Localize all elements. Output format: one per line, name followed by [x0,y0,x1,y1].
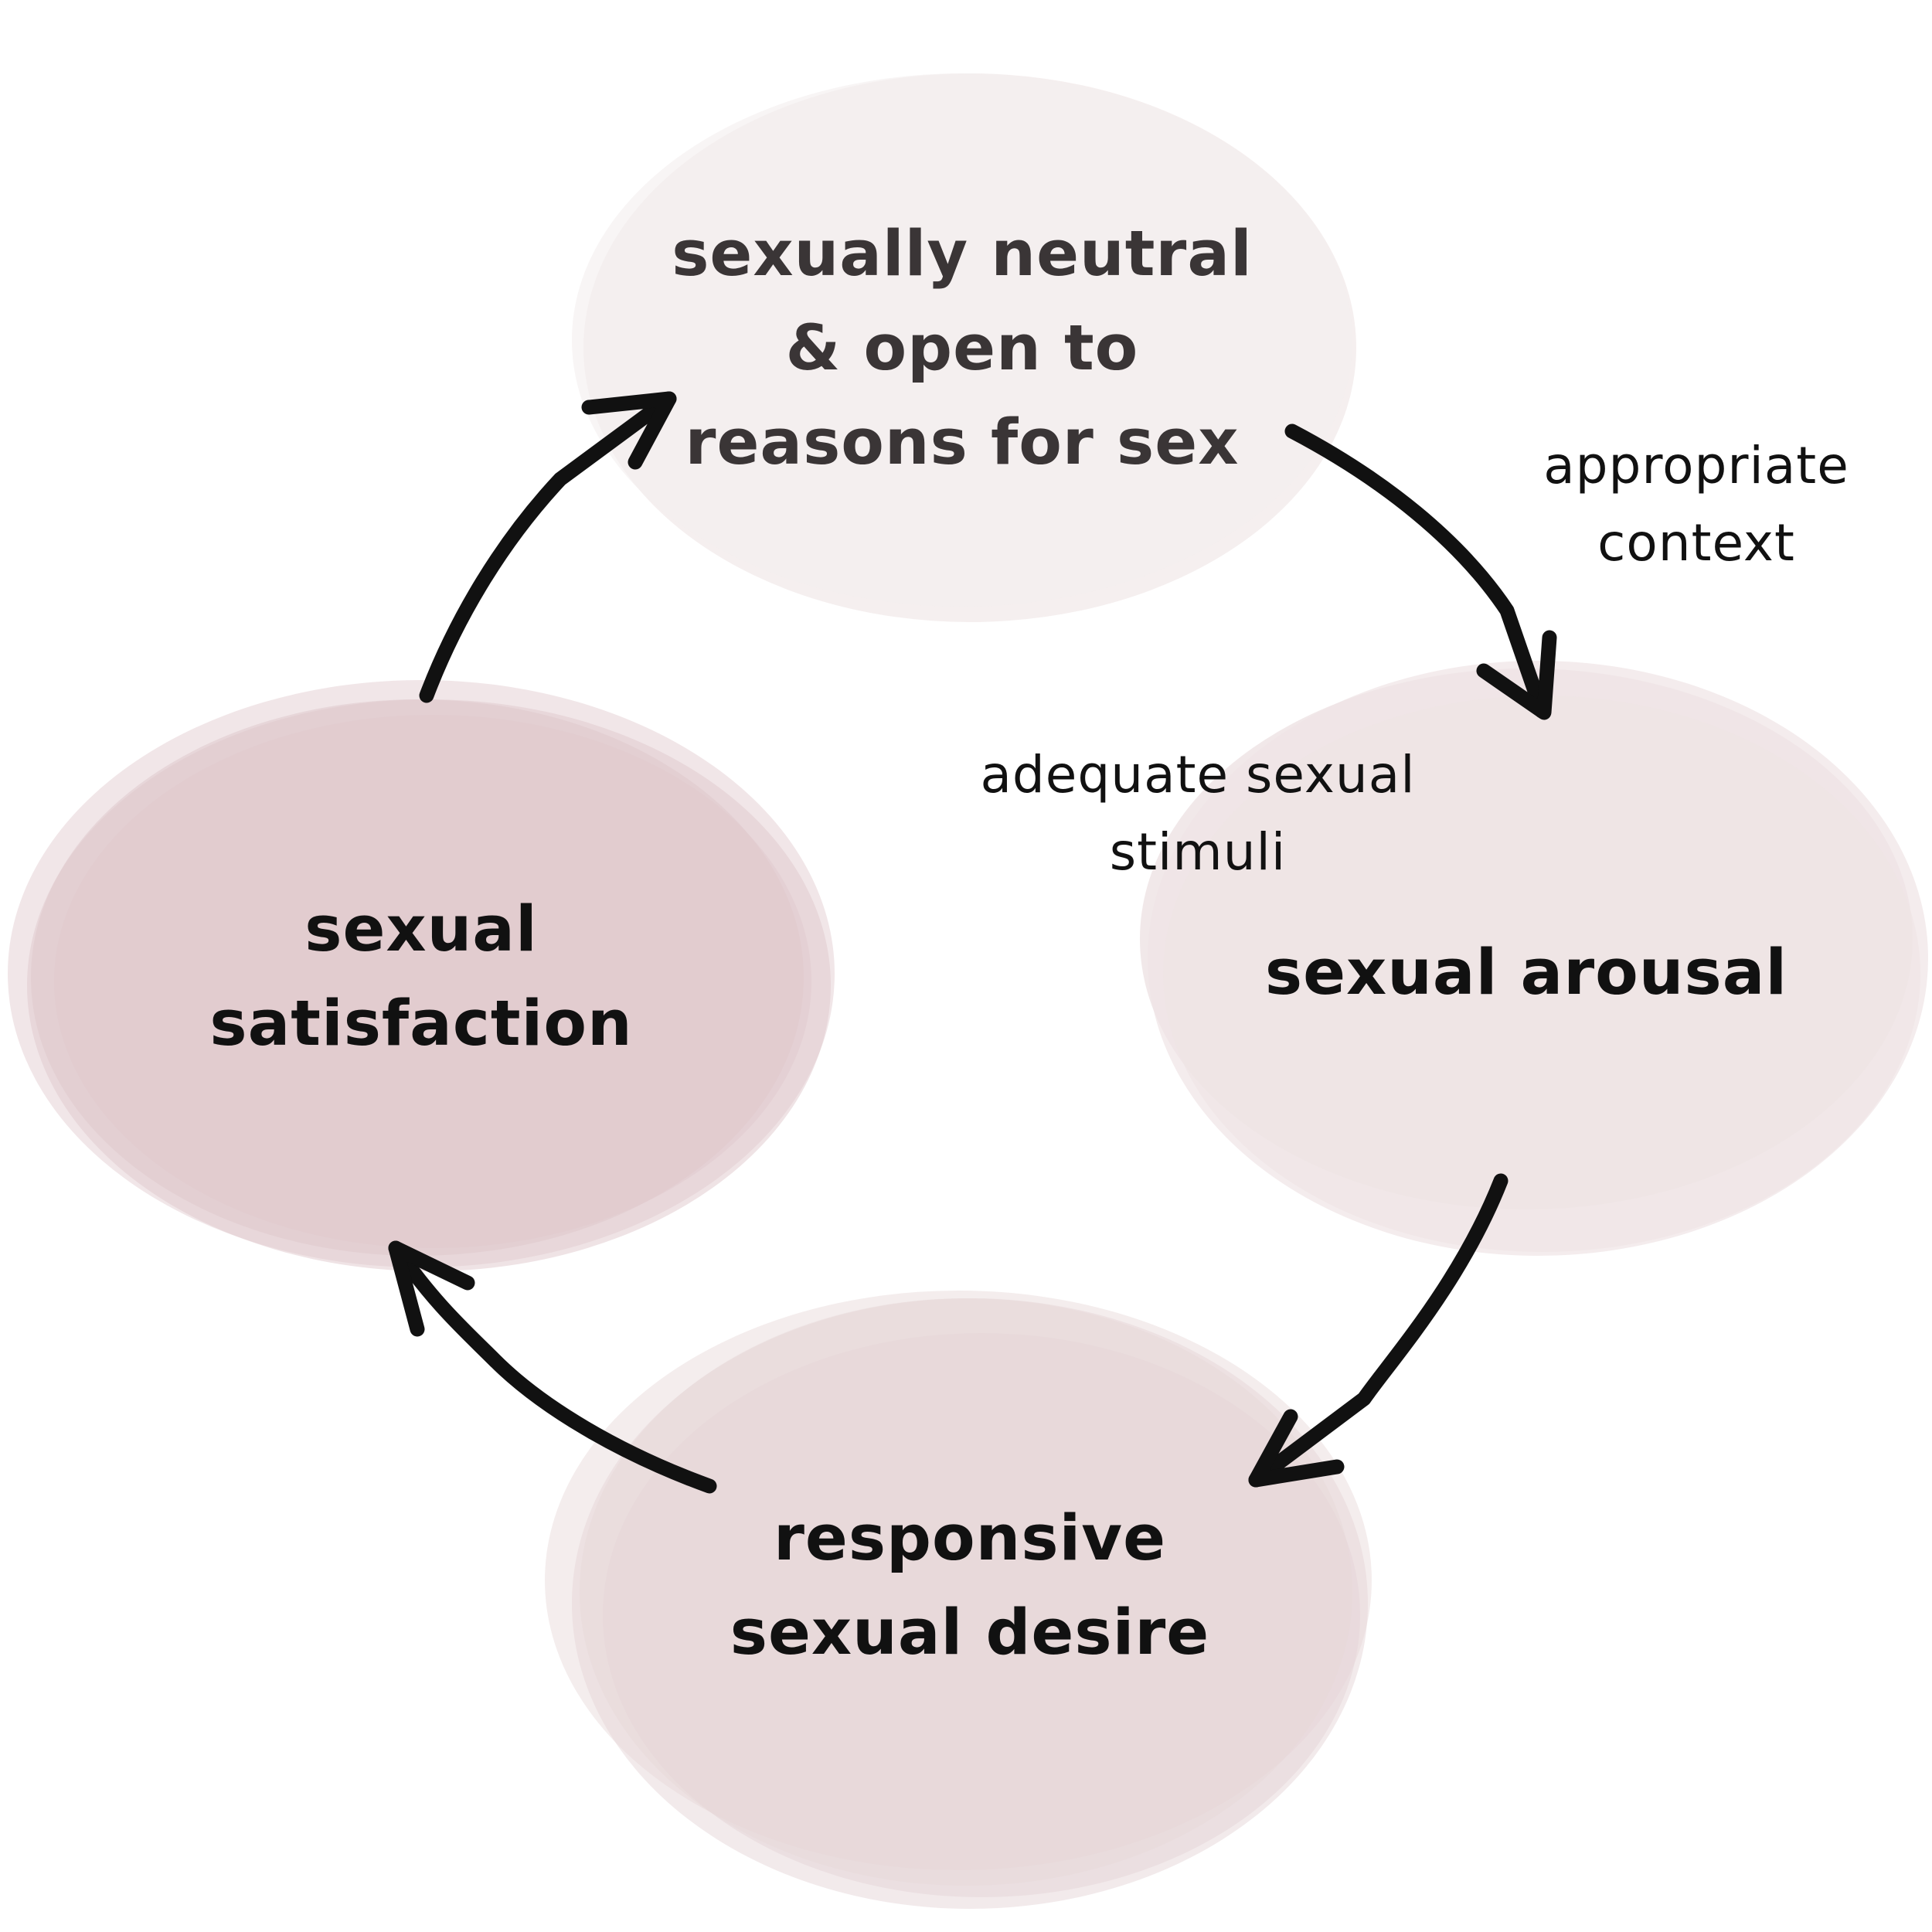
node-left-blob [8,680,835,1271]
edge-label-adequate-stimuli: adequate sexual stimuli [927,736,1468,891]
node-left-label-line2: satisfaction [209,988,633,1060]
node-top-blob [572,73,1356,622]
arrow-top-to-right [1284,423,1557,720]
arrow-bottom-to-left [388,1240,717,1494]
edge-label-adequate-stimuli-line2: stimuli [1109,822,1287,882]
node-bottom-label-line1: responsive [773,1502,1167,1575]
node-top-label: sexually neutral & open to reasons for s… [653,207,1271,490]
arrow-right-to-bottom [1248,1173,1509,1488]
edge-label-appropriate-context-line1: appropriate [1543,436,1849,495]
node-top-label-line1: sexually neutral [672,218,1253,291]
arrow-left-to-top [419,391,677,703]
edge-label-appropriate-context-line2: context [1597,513,1795,573]
node-bottom-label-line2: sexual desire [730,1597,1210,1669]
node-right-blob [1140,661,1928,1256]
edge-label-adequate-stimuli-line1: adequate sexual [980,745,1416,804]
node-right-label: sexual arousal [1217,926,1835,1020]
node-left-label: sexual satisfaction [112,883,730,1071]
node-right-label-line1: sexual arousal [1264,937,1788,1009]
node-top-label-line3: reasons for sex [685,406,1240,479]
node-top-label-line2: & open to [785,312,1139,385]
node-left-label-line1: sexual [304,893,538,966]
node-bottom-label: responsive sexual desire [661,1492,1279,1680]
edge-label-appropriate-context: appropriate context [1464,427,1928,582]
node-bottom-blob [545,1291,1372,1909]
